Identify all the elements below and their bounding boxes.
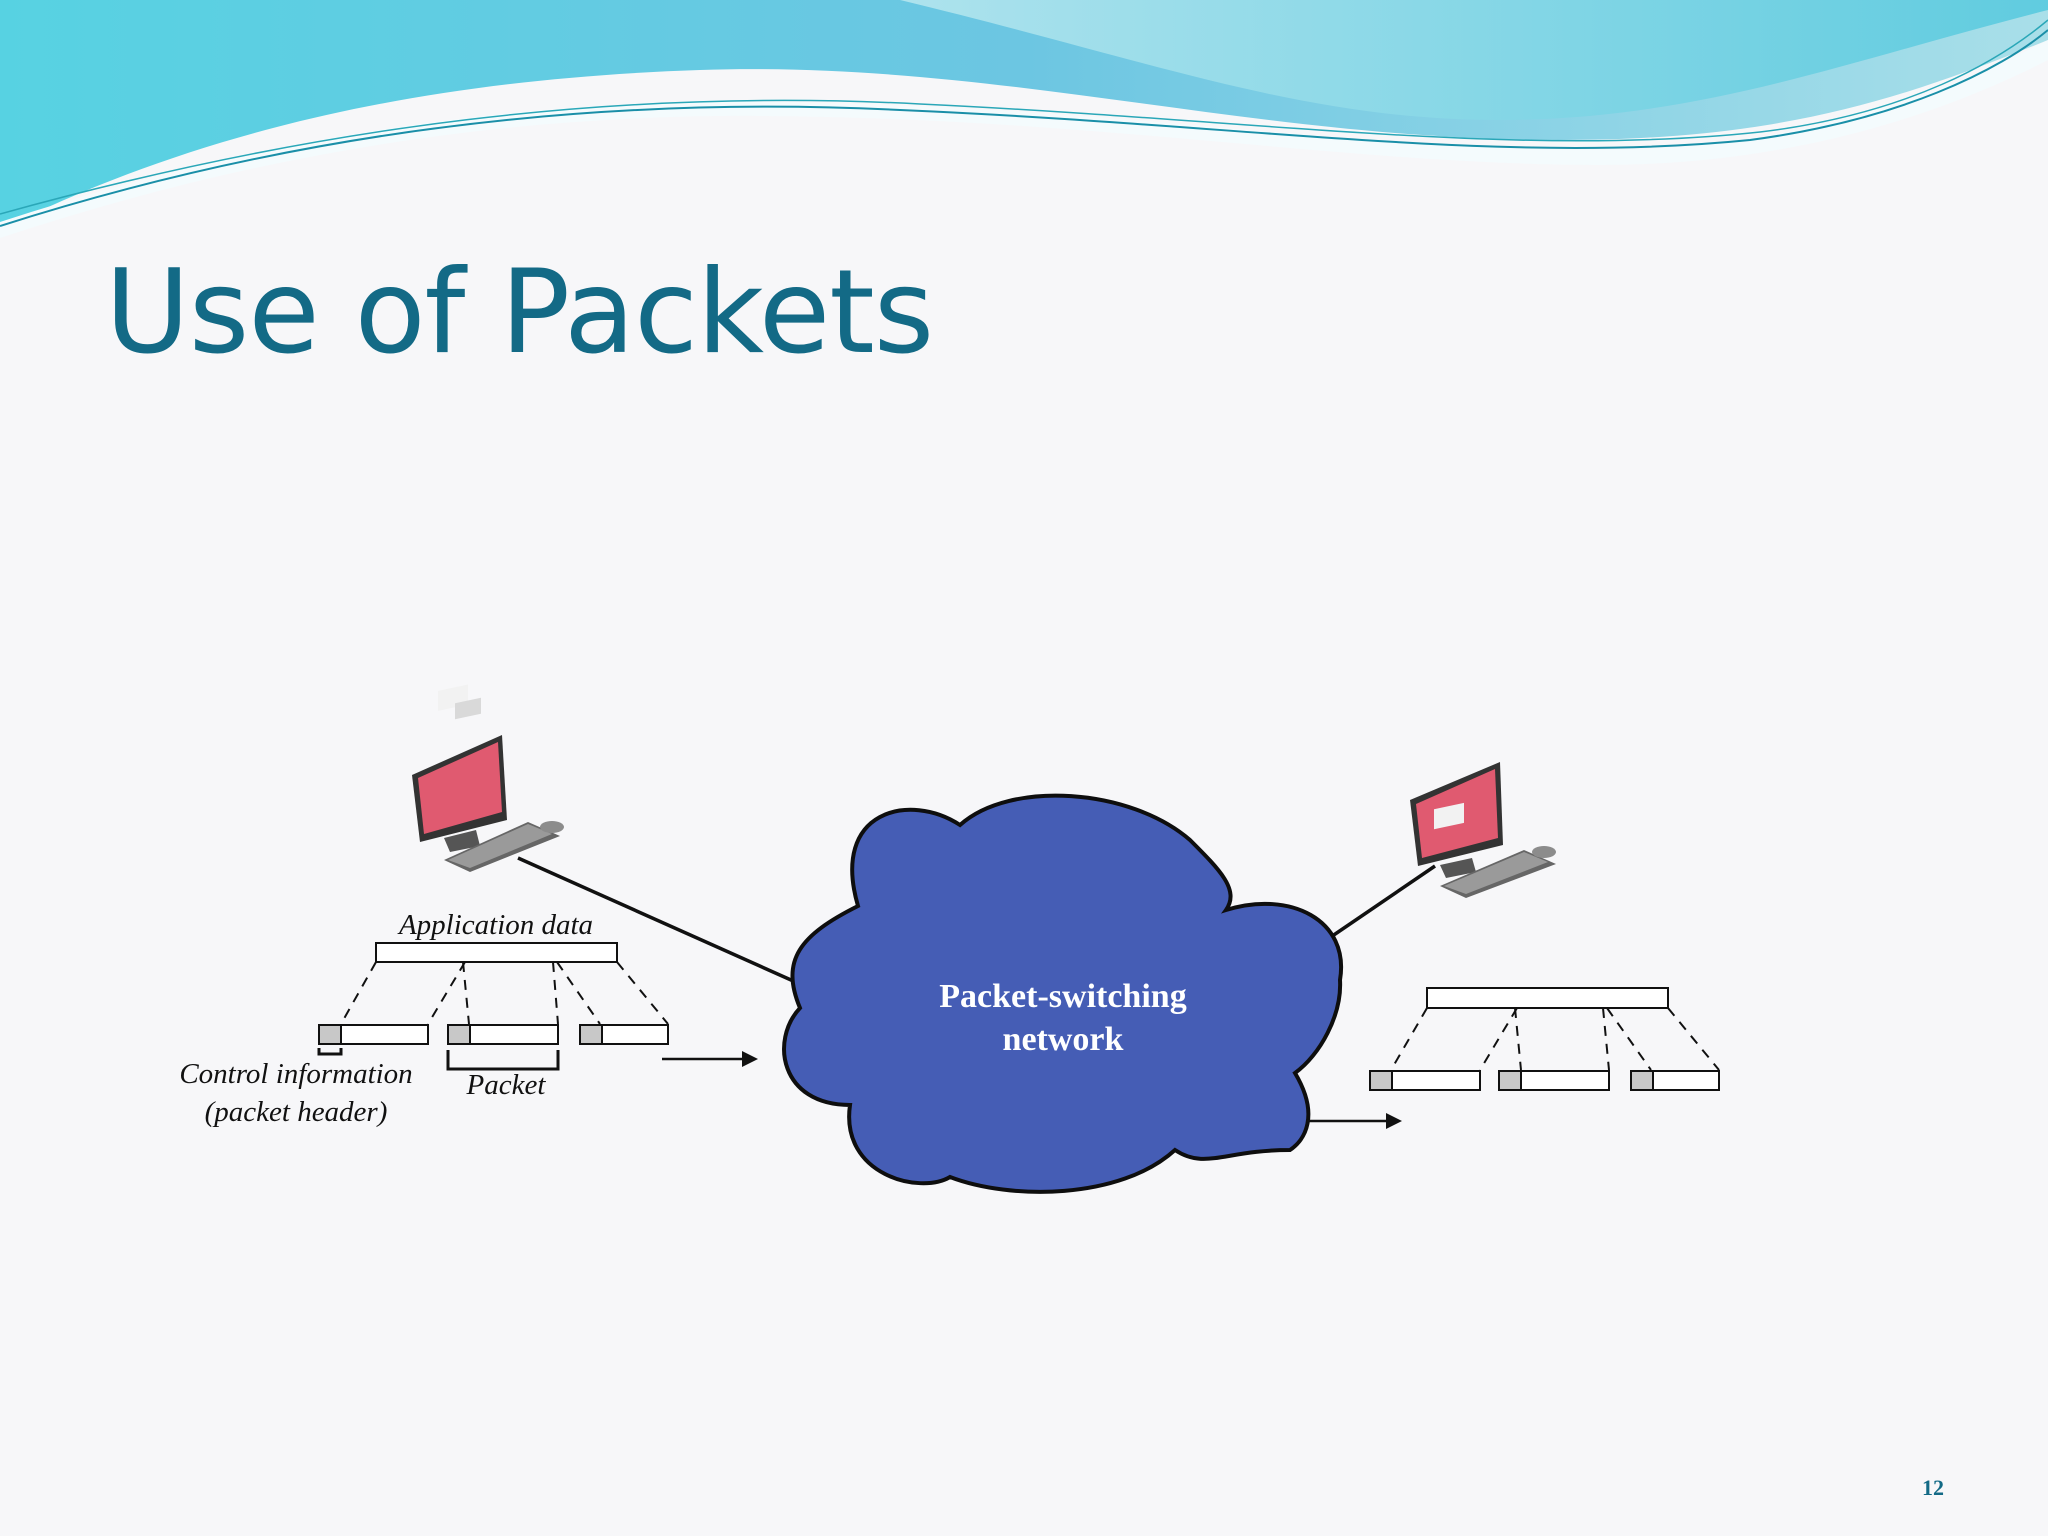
- header-line-1: [0, 29, 2048, 227]
- packet-header: [1630, 1070, 1654, 1091]
- packet-header: [579, 1024, 603, 1045]
- packet-data: [1652, 1070, 1720, 1091]
- packet-left-2: [447, 1024, 559, 1045]
- split-lines-left: [340, 961, 669, 1025]
- packet-left-1: [318, 1024, 429, 1045]
- right-connection-line: [1321, 864, 1436, 945]
- packet-header: [1369, 1070, 1393, 1091]
- packet-data: [1520, 1070, 1610, 1091]
- network-label-line1: Packet-switching: [939, 978, 1186, 1015]
- slide-title: Use of Packets: [105, 245, 934, 380]
- packet-bracket: [446, 1050, 560, 1071]
- page-number: 12: [1922, 1475, 1944, 1500]
- left-connection-line: [517, 856, 801, 986]
- arrow-from-network: [1306, 1113, 1402, 1129]
- packet-data: [469, 1024, 559, 1045]
- source-computer-icon: [412, 684, 564, 872]
- packet-data: [601, 1024, 669, 1045]
- arrow-to-network: [662, 1051, 758, 1067]
- header-wave-highlight: [900, 0, 2048, 120]
- packet-switching-cloud: [782, 793, 1344, 1194]
- packet-left-3: [579, 1024, 669, 1045]
- application-data-block: [375, 942, 618, 963]
- destination-computer-icon: [1410, 762, 1556, 898]
- packet-label: Packet: [466, 1069, 547, 1101]
- merge-lines-right: [1390, 1007, 1720, 1071]
- network-label-line2: network: [1003, 1021, 1124, 1058]
- packet-data: [340, 1024, 429, 1045]
- packet-right-2: [1498, 1070, 1610, 1091]
- packet-header-label: (packet header): [205, 1096, 388, 1128]
- reassembled-data-block: [1426, 987, 1669, 1009]
- packet-right-3: [1630, 1070, 1720, 1091]
- packet-right-1: [1369, 1070, 1481, 1091]
- packet-header: [447, 1024, 471, 1045]
- header-line-2: [0, 19, 2048, 215]
- application-data-label: Application data: [397, 909, 593, 941]
- header-bracket: [317, 1048, 343, 1056]
- control-information-label: Control information: [179, 1058, 412, 1090]
- header-wave-white: [0, 40, 2048, 238]
- packet-header: [1498, 1070, 1522, 1091]
- packet-header: [318, 1024, 342, 1045]
- packet-data: [1391, 1070, 1481, 1091]
